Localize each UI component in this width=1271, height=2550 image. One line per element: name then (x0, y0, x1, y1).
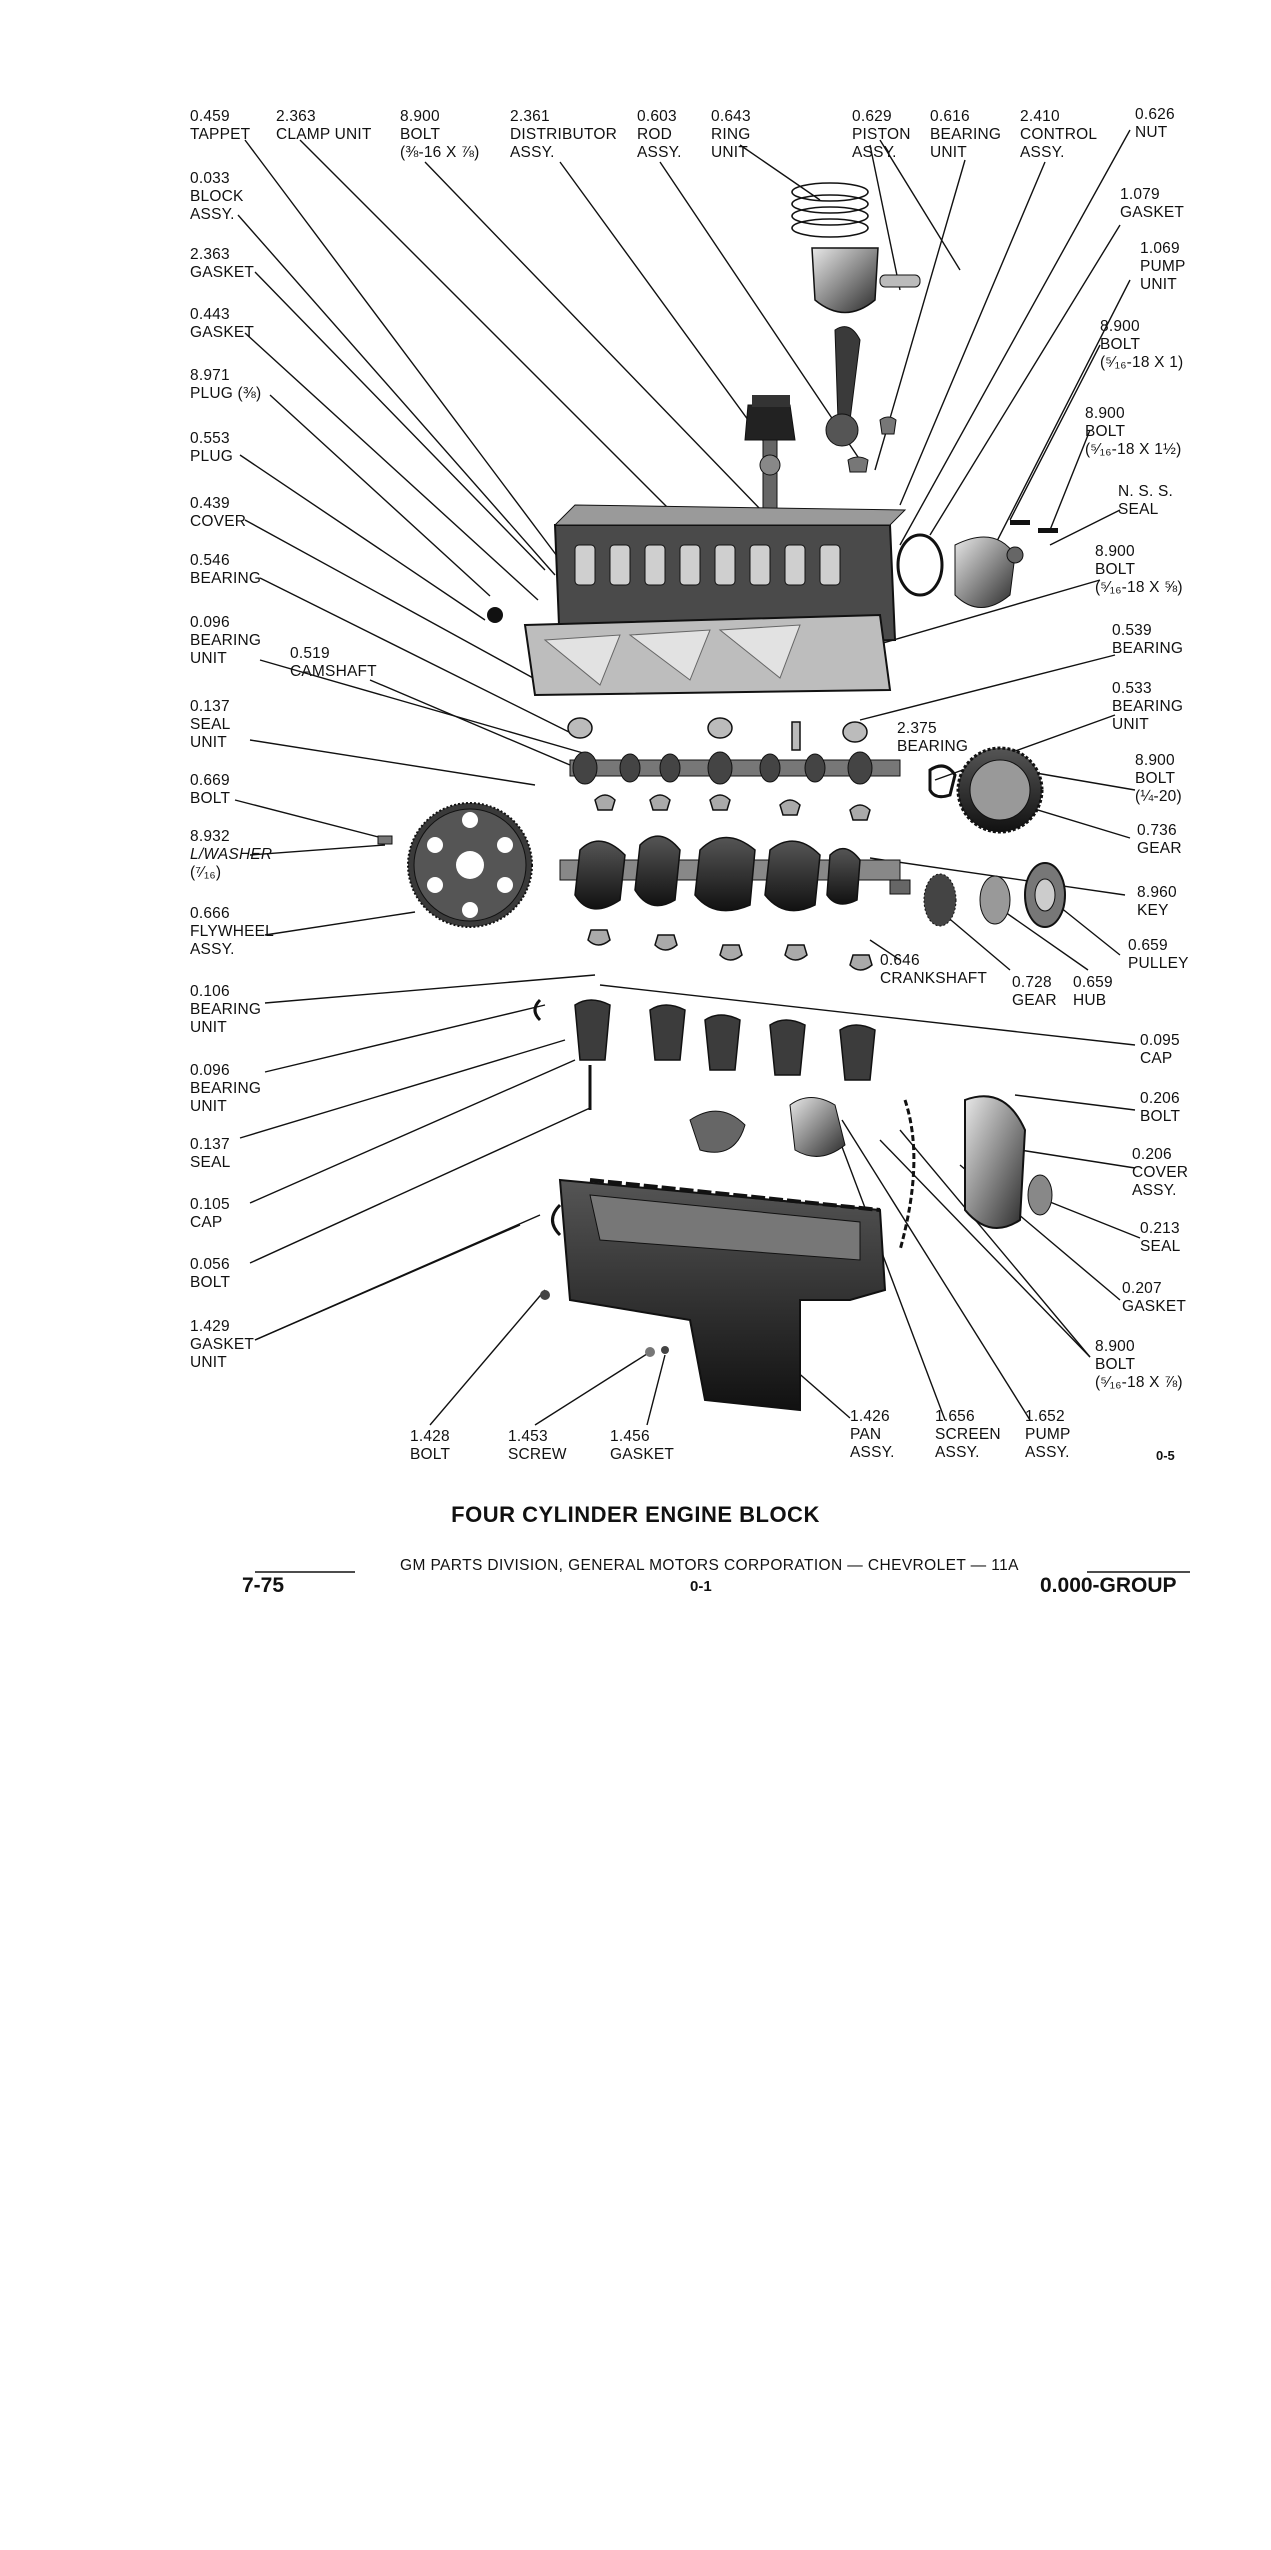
callout-nss-seal: N. S. S.SEAL (1118, 483, 1174, 518)
leader-lines (234, 129, 1141, 1426)
footer-publisher: GM PARTS DIVISION, GENERAL MOTORS CORPOR… (400, 1557, 1019, 1574)
connecting-rod-illustration (825, 326, 897, 473)
camshaft-illustration (569, 751, 901, 785)
oil-pan-illustration (540, 1178, 887, 1412)
footer-page-number: 7-75 (242, 1574, 285, 1597)
timing-cover-illustration (898, 1095, 1053, 1251)
cam-gear-illustration (928, 746, 1044, 834)
upper-main-bearings-illustration (594, 794, 871, 821)
oil-pump-illustration (689, 1097, 846, 1157)
piston-rings-illustration (791, 182, 869, 238)
piston-illustration (811, 247, 921, 314)
engine-block-illustration (487, 504, 907, 697)
page-title: FOUR CYLINDER ENGINE BLOCK (451, 1502, 820, 1527)
footer-group: 0.000-GROUP (1040, 1574, 1177, 1597)
crankshaft-illustration (559, 835, 911, 912)
crank-gear-hub-pulley-illustration (923, 862, 1066, 928)
figure-code: 0-5 (1156, 1448, 1175, 1463)
cam-bearings-illustration (567, 717, 868, 751)
distributor-illustration (744, 395, 796, 511)
main-bearing-caps-illustration (574, 999, 876, 1081)
footer-subpage: 0-1 (690, 1578, 712, 1595)
rear-seal-illustration (533, 998, 592, 1237)
lower-main-bearings-illustration (587, 929, 873, 971)
water-pump-illustration (896, 520, 1058, 608)
flywheel-illustration (377, 802, 533, 928)
